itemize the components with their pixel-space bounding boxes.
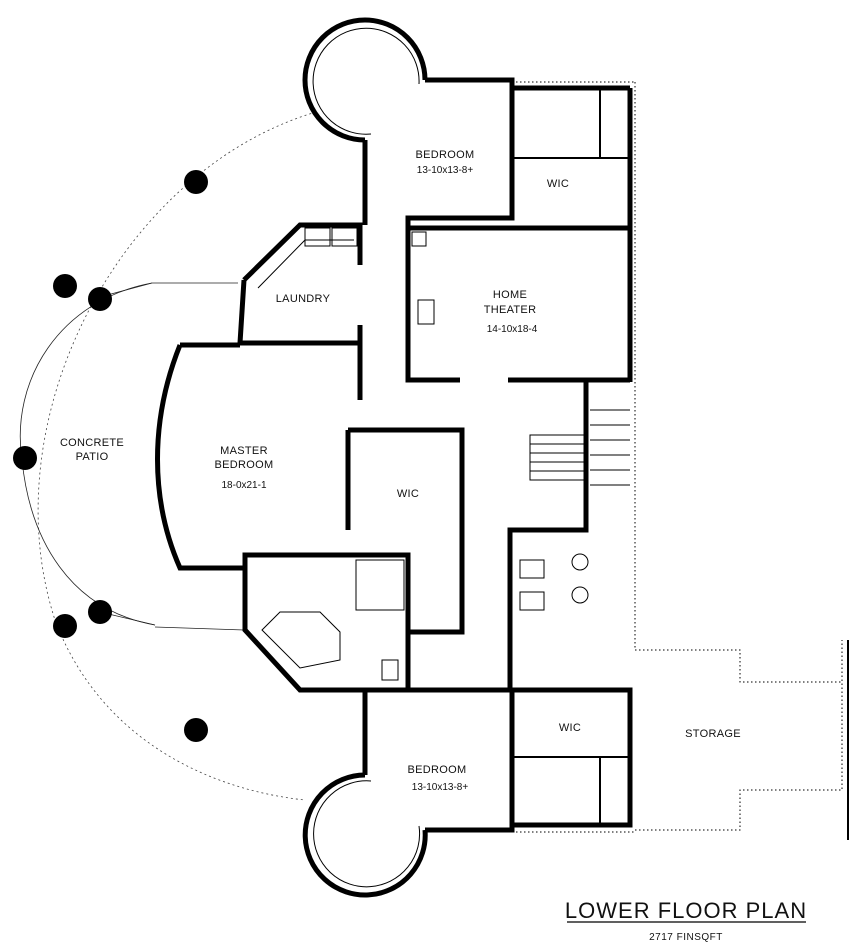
dim-master-bedroom: 18-0x21-1 <box>221 480 266 491</box>
label-concrete-patio-2: PATIO <box>76 451 109 463</box>
turret-bottom <box>302 772 428 898</box>
wall-laundry-2 <box>237 279 363 346</box>
label-wic-master: WIC <box>397 488 419 500</box>
master-shower <box>355 559 405 611</box>
patio-column <box>53 614 77 638</box>
wall-bedroom-top <box>425 77 630 91</box>
label-master-bedroom-1: MASTER <box>220 445 268 457</box>
label-home-theater-1: HOME <box>493 289 527 301</box>
laundry-dryer <box>331 227 358 247</box>
patio-column <box>13 446 37 470</box>
patio-column <box>53 274 77 298</box>
patio-line-bottom-2 <box>154 626 245 631</box>
wall-bedroom-top-right <box>405 88 630 231</box>
patio-column <box>184 718 208 742</box>
laundry-washer <box>304 227 331 247</box>
turret-bottom-inner <box>313 780 421 888</box>
dim-home-theater: 14-10x18-4 <box>487 324 538 335</box>
label-bedroom-top: BEDROOM <box>416 149 475 161</box>
patio-column <box>88 600 112 624</box>
hall-sink <box>411 231 427 247</box>
master-tub <box>261 611 341 669</box>
label-concrete-patio-1: CONCRETE <box>60 437 124 449</box>
label-bedroom-bottom: BEDROOM <box>408 764 467 776</box>
label-storage: STORAGE <box>685 728 741 740</box>
wall-master-curve <box>155 344 245 571</box>
patio-column <box>184 170 208 194</box>
laundry-counter <box>257 239 354 289</box>
wall-hall-bath <box>405 228 460 383</box>
plan-area: 2717 FINSQFT <box>649 932 723 943</box>
wall-master-bath <box>242 552 411 693</box>
turret-top-inner <box>312 27 420 135</box>
label-wic-top: WIC <box>547 178 569 190</box>
stairs-lower-flight <box>529 434 587 481</box>
label-laundry: LAUNDRY <box>276 293 331 305</box>
master-toilet <box>381 659 399 681</box>
water-heater <box>571 553 589 571</box>
wall-bedroom-bottom-top <box>408 687 515 833</box>
stairs-outline <box>507 382 589 690</box>
dim-bedroom-top: 13-10x13-8+ <box>417 165 474 176</box>
wall-exterior-right-hatch <box>634 82 842 683</box>
dim-bedroom-bottom: 13-10x13-8+ <box>412 782 469 793</box>
stairs-treads <box>530 409 630 486</box>
storage-hatch <box>635 640 843 831</box>
label-home-theater-2: THEATER <box>484 304 537 316</box>
patio-column <box>88 287 112 311</box>
wall-wic-bottom <box>512 687 633 828</box>
turret-top <box>302 17 428 143</box>
label-wic-bottom: WIC <box>559 722 581 734</box>
wall-laundry <box>242 222 363 282</box>
mech-unit <box>519 591 545 611</box>
plan-title: LOWER FLOOR PLAN <box>565 898 807 923</box>
label-master-bedroom-2: BEDROOM <box>215 459 274 471</box>
wall-master-wic <box>348 427 465 635</box>
water-heater <box>571 586 589 604</box>
mech-unit <box>519 559 545 579</box>
hall-toilet <box>417 299 435 325</box>
